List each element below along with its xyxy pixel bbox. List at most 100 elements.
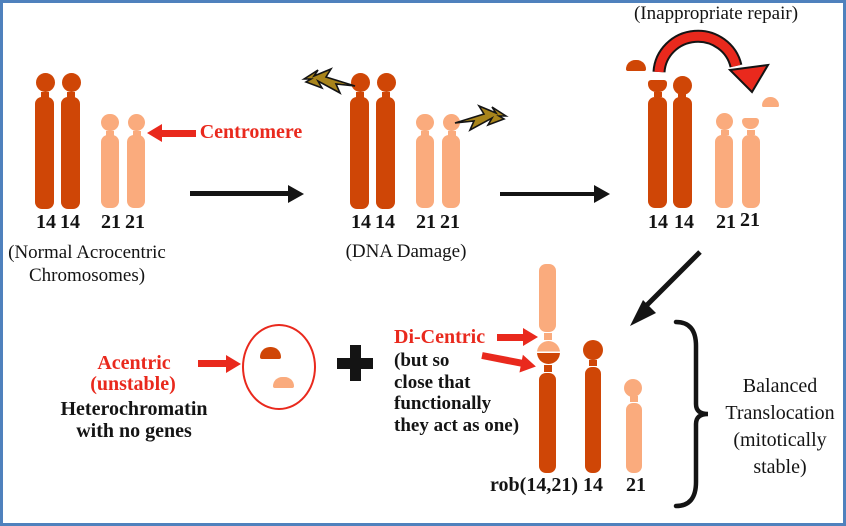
right-arrow-icon [500, 191, 596, 196]
chromosome-21-body [100, 135, 119, 208]
centromere-label: Centromere [199, 121, 303, 143]
step-arrow-3-diagonal [630, 250, 702, 326]
chromosome-14-centromere [41, 91, 49, 98]
dicentric-note-line: (but so [394, 350, 450, 371]
dicentric-title: Di-Centric [394, 326, 486, 348]
chromosome-14-head [376, 73, 396, 92]
chromosome-label: 21 [716, 211, 736, 233]
balanced-caption-line: Balanced [742, 375, 818, 397]
chromosome-14-body [376, 97, 395, 209]
chromosome-14-body [648, 97, 667, 208]
chromosome-14-head [583, 340, 603, 360]
acentric-arrow-shaft [198, 360, 227, 367]
chromosome-21-broken-head [742, 118, 759, 129]
chromosome-label: 21 [440, 211, 460, 233]
chromosome-14-head [672, 75, 692, 95]
chromosome-21-centromere [720, 129, 729, 135]
chromosome-label: 14 [60, 211, 80, 233]
broken-satellite-fragment-14 [626, 60, 646, 71]
chromosome-21-body [415, 135, 434, 208]
chromosome-label: rob(14,21) [490, 474, 578, 496]
right-arrow-head-icon [594, 185, 610, 203]
chromosome-21-centromere [132, 130, 141, 136]
panel-title: (Inappropriate repair) [633, 3, 799, 24]
acentric-title-line: Acentric [97, 352, 171, 374]
chromosome-label: 14 [375, 211, 395, 233]
chromosome-21-centromere [421, 130, 429, 136]
panel-caption: (DNA Damage) [345, 241, 467, 262]
chromosome-21-body [741, 134, 760, 208]
chromosome-label: 21 [101, 211, 121, 233]
chromosome-label: 21 [125, 211, 145, 233]
chromosome-label: 21 [416, 211, 436, 233]
chromosome-label: 14 [674, 211, 694, 233]
chromosome-14-head [35, 73, 55, 92]
chromosome-14-body [35, 97, 54, 209]
acentric-fragment-21 [273, 377, 294, 388]
right-arrow-head-icon [288, 184, 304, 203]
chromosome-14-centromere [653, 92, 662, 97]
panel-caption-line: Chromosomes) [28, 265, 146, 286]
centromere-arrow-icon [147, 124, 162, 142]
chromosome-14-head [350, 73, 370, 92]
chromosome-label: 21 [740, 209, 760, 231]
chromosome-label: 14 [36, 211, 56, 233]
chromosome-21-body [715, 134, 733, 208]
broken-satellite-fragment-21 [762, 97, 779, 107]
repair-arc-arrow-icon [652, 29, 770, 94]
dicentric-arrow-1-icon [523, 328, 538, 346]
balanced-caption-line: (mitotically [733, 429, 827, 451]
lightning-bolt-icon [301, 67, 356, 95]
chromosome-14-centromere [678, 94, 686, 99]
chromosome-21-body [442, 135, 460, 208]
rob-21-arm [539, 264, 556, 332]
rob-21-centromere [543, 333, 552, 340]
chromosome-label: 14 [351, 211, 371, 233]
chromosome-21-body [127, 135, 145, 208]
chromosome-14-centromere [67, 91, 75, 98]
chromosome-21-centromere [746, 129, 755, 135]
acentric-subtitle-line: with no genes [76, 420, 192, 442]
panel-caption-line: (Normal Acrocentric [8, 242, 166, 263]
chromosome-14-centromere [382, 91, 390, 98]
dicentric-arrow-2-icon [480, 346, 539, 375]
chromosome-21-centromere [447, 130, 456, 136]
chromosome-21-head [416, 113, 434, 131]
chromosome-21-head [101, 113, 119, 131]
chromosome-14-centromere [356, 91, 364, 98]
chromosome-21-head [127, 113, 145, 131]
right-arrow-icon [190, 191, 290, 196]
curly-brace-icon [673, 319, 709, 509]
rob-14-arm [538, 372, 556, 473]
dicentric-note-line: close that [394, 372, 471, 393]
chromosome-14-centromere [589, 359, 597, 366]
chromosome-14-body [61, 97, 80, 209]
chromosome-label: 14 [648, 211, 668, 233]
chromosome-21-head [715, 112, 733, 130]
acentric-fragment-14 [260, 347, 281, 359]
dicentric-arrow-1-shaft [497, 333, 524, 341]
acentric-arrow-icon [226, 354, 241, 373]
balanced-caption-line: Translocation [725, 402, 835, 424]
chromosome-14-body [350, 97, 369, 209]
lightning-bolt-icon [454, 104, 509, 132]
balanced-caption-line: stable) [753, 456, 807, 478]
centromere-arrow-shaft [161, 129, 196, 137]
acentric-title-line: (unstable) [90, 373, 176, 395]
dicentric-note-line: they act as one) [394, 415, 520, 436]
chromosome-14-body [673, 97, 692, 208]
chromosome-label: 21 [626, 474, 646, 496]
chromosome-21-centromere [629, 396, 638, 402]
chromosome-14-head [61, 73, 81, 92]
acentric-fragments-circle [242, 324, 316, 410]
rob-fused-heads [536, 341, 560, 364]
dicentric-note-line: functionally [394, 393, 492, 414]
acentric-subtitle-line: Heterochromatin [60, 398, 208, 420]
chromosome-21-centromere [106, 130, 114, 136]
chromosome-14-body [584, 366, 601, 473]
chromosome-14-broken-head [648, 80, 667, 92]
rob-14-centromere [543, 364, 552, 372]
chromosome-21-head [624, 378, 642, 397]
chromosome-21-body [625, 402, 642, 473]
